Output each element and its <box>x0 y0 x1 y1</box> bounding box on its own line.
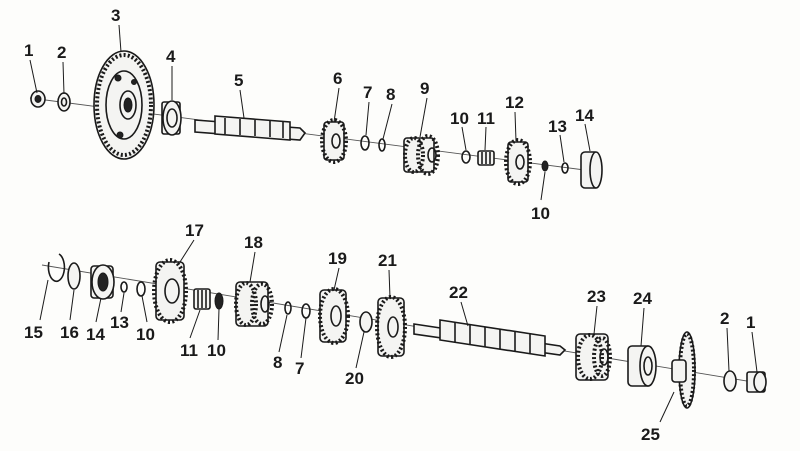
part-washer-2-bottom <box>723 370 737 392</box>
label-part-8-top: 8 <box>386 85 395 104</box>
part-labels-top: 1 2 3 4 5 6 7 8 9 10 11 12 13 14 10 <box>24 6 594 223</box>
label-part-19: 19 <box>328 249 347 268</box>
label-part-16: 16 <box>60 323 79 342</box>
leader-lines <box>29 24 758 423</box>
part-main-shaft-top <box>194 115 307 141</box>
part-labels-bottom: 15 16 14 13 10 17 11 10 18 8 7 19 20 21 … <box>24 221 755 444</box>
label-part-18: 18 <box>244 233 263 252</box>
label-part-8-bottom: 8 <box>273 353 282 372</box>
label-part-13-bottom: 13 <box>110 313 129 332</box>
part-large-gear <box>93 50 155 160</box>
label-part-12: 12 <box>505 93 524 112</box>
part-washer-10-bottom-b <box>214 292 224 310</box>
part-double-gear-top <box>403 134 440 176</box>
part-washer-7-bottom <box>301 303 311 319</box>
part-gear-17 <box>152 258 188 324</box>
label-part-2-top: 2 <box>57 43 66 62</box>
label-part-1-top: 1 <box>24 41 33 60</box>
part-sprocket-25 <box>671 331 696 409</box>
part-shim-13-top <box>561 162 569 174</box>
part-nut-bottom <box>746 371 767 393</box>
part-needle-bearing-top <box>477 150 495 166</box>
label-part-7-top: 7 <box>363 83 372 102</box>
part-washer-7-top <box>360 135 370 151</box>
label-part-10-top: 10 <box>450 109 469 128</box>
label-part-1-bottom: 1 <box>746 313 755 332</box>
part-needle-bearing-bottom <box>193 288 211 310</box>
bottom-shaft-assembly <box>41 253 767 409</box>
part-double-gear-18 <box>234 281 274 327</box>
label-part-24: 24 <box>633 289 652 308</box>
part-gear-cluster-23 <box>575 333 612 381</box>
label-part-10-top-b: 10 <box>531 204 550 223</box>
label-part-15: 15 <box>24 323 43 342</box>
label-part-9: 9 <box>420 79 429 98</box>
label-part-13-top: 13 <box>548 117 567 136</box>
label-part-17: 17 <box>185 221 204 240</box>
part-bearing-top-left <box>161 100 182 136</box>
part-gear-19 <box>318 287 350 345</box>
label-part-14-bottom: 14 <box>86 325 105 344</box>
part-circlip-8-bottom <box>284 301 292 315</box>
label-part-25: 25 <box>641 425 660 444</box>
part-gear-21 <box>375 295 407 359</box>
label-part-20: 20 <box>345 369 364 388</box>
part-circlip-8-top <box>378 138 386 152</box>
label-part-21: 21 <box>378 251 397 270</box>
part-washer-10-top-b <box>541 160 549 172</box>
part-circlip-15 <box>47 253 66 283</box>
part-bearing-24 <box>627 345 657 387</box>
label-part-10-bottom-b: 10 <box>207 341 226 360</box>
part-gear-6-top <box>320 118 348 164</box>
label-part-11-bottom: 11 <box>180 341 198 360</box>
top-shaft-assembly <box>29 50 603 189</box>
label-part-5: 5 <box>234 71 243 90</box>
part-bearing-14-bottom <box>90 264 115 300</box>
part-bearing-14-top <box>580 151 603 189</box>
part-washer-top <box>57 92 71 112</box>
label-part-3: 3 <box>111 6 120 25</box>
label-part-6-top: 6 <box>333 69 342 88</box>
label-part-14-top: 14 <box>575 106 594 125</box>
part-washer-16 <box>67 262 81 290</box>
part-spacer-20 <box>359 311 373 333</box>
label-part-11-top: 11 <box>477 109 495 128</box>
part-nut-top <box>30 90 46 108</box>
label-part-23: 23 <box>587 287 606 306</box>
part-washer-10-bottom-a <box>136 281 146 297</box>
part-gear-12-top <box>504 138 532 186</box>
label-part-22: 22 <box>449 283 468 302</box>
label-part-4: 4 <box>166 47 176 66</box>
label-part-7-bottom: 7 <box>295 359 304 378</box>
part-layshaft-22 <box>413 319 567 357</box>
part-washer-10-top <box>461 150 471 164</box>
part-shim-13-bottom <box>120 281 128 293</box>
label-part-2-bottom: 2 <box>720 309 729 328</box>
label-part-10-bottom-a: 10 <box>136 325 155 344</box>
